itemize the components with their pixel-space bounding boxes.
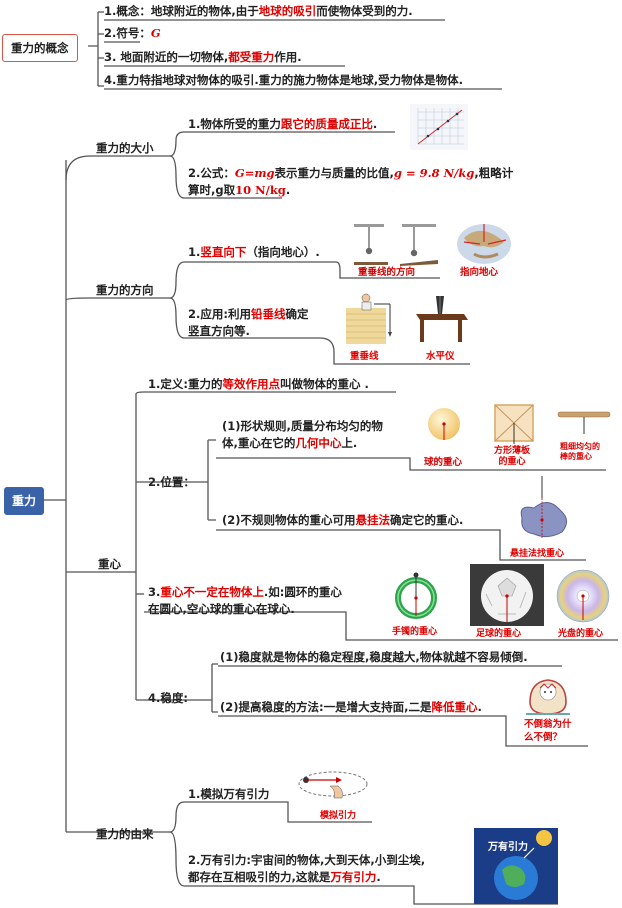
center-definition: 1.定义:重力的等效作用点叫做物体的重心 . (148, 377, 369, 391)
concept-item-1: 1.概念：地球附近的物体,由于地球的吸引而使物体受到的力. (104, 4, 413, 18)
branch-origin: 重力的由来 (96, 827, 154, 841)
root-node: 重力 (4, 487, 44, 515)
caption-bracelet-center: 手镯的重心 (392, 627, 438, 637)
caption-toward-earth-center: 指向地心 (460, 267, 499, 278)
level-instrument-icon (416, 296, 468, 342)
center-stability-1: (1)稳度就是物体的稳定程度,稳度越大,物体就越不容易倾倒. (220, 650, 528, 664)
center-item-3: 3.重心不一定在物体上.如:圆环的重心在圆心,空心球的重心在球心. (148, 585, 342, 616)
direction-item-1: 1.竖直向下（指向地心）. (188, 245, 320, 259)
globe-title: 万有引力 (488, 842, 528, 853)
ball-center-icon (428, 408, 460, 440)
caption-simulated-gravity: 模拟引力 (320, 811, 357, 821)
magnitude-item-1: 1.物体所受的重力跟它的质量成正比. (188, 117, 378, 131)
caption-tumbler-question: 不倒翁为什么不倒？ (524, 719, 572, 743)
caption-plumb-line: 重垂线 (350, 351, 379, 362)
caption-suspension-method: 悬挂法找重心 (510, 549, 565, 559)
earth-globe-icon (457, 224, 511, 264)
magnitude-item-2: 2.公式：G=mg表示重力与质量的比值,g = 9.8 N/kg,粗略计算时,g… (188, 166, 514, 197)
simulated-gravity-icon (298, 771, 368, 799)
concept-item-4: 4.重力特指地球对物体的吸引.重力的施力物体是地球,受力物体是物体. (104, 73, 463, 87)
direction-item-2: 2.应用:利用铅垂线确定竖直方向等. (188, 307, 309, 338)
rod-center-icon (557, 411, 611, 434)
universal-gravitation-globe-icon: 万有引力 (474, 828, 558, 904)
center-position-label: 2.位置： (148, 475, 195, 489)
plumb-line-icon (354, 224, 438, 266)
origin-item-2: 2.万有引力:宇宙间的物体,大到天体,小到尘埃,都存在互相吸引的力,这就是万有引… (188, 853, 426, 884)
caption-plate-center: 方形薄板的重心 (494, 446, 531, 467)
branch-direction: 重力的方向 (96, 283, 154, 297)
caption-rod-center: 粗细均匀的棒的重心 (560, 442, 600, 461)
center-stability-2: (2)提高稳度的方法:一是增大支持面,二是降低重心. (220, 700, 482, 714)
caption-football-center: 足球的重心 (476, 629, 522, 639)
suspension-method-icon (520, 476, 567, 538)
concept-node: 重力的概念 (2, 34, 78, 62)
builder-plumb-icon (346, 293, 392, 344)
center-position-1: (1)形状规则,质量分布均匀的物体,重心在它的几何中心上. (222, 419, 383, 450)
cd-center-icon (556, 569, 610, 623)
caption-cd-center: 光盘的重心 (558, 629, 604, 639)
center-stability-label: 4.稳度: (148, 691, 188, 705)
caption-ball-center: 球的重心 (424, 457, 463, 468)
branch-center: 重心 (98, 557, 121, 571)
bracelet-center-icon (395, 572, 437, 619)
gravity-mass-graph-icon (410, 104, 468, 150)
concept-item-3: 3. 地面附近的一切物体,都受重力作用. (104, 50, 302, 64)
caption-plumb-direction: 重垂线的方向 (358, 267, 416, 278)
origin-item-1: 1.模拟万有引力 (188, 787, 270, 801)
center-position-2: (2)不规则物体的重心可用悬挂法确定它的重心. (222, 513, 464, 527)
branch-magnitude: 重力的大小 (96, 141, 154, 155)
concept-title: 重力的概念 (11, 41, 69, 55)
concept-item-2: 2.符号：G (104, 26, 161, 40)
tumbler-toy-icon (526, 679, 570, 715)
football-center-icon (470, 564, 544, 626)
square-plate-center-icon (494, 404, 534, 444)
caption-level: 水平仪 (426, 351, 455, 362)
